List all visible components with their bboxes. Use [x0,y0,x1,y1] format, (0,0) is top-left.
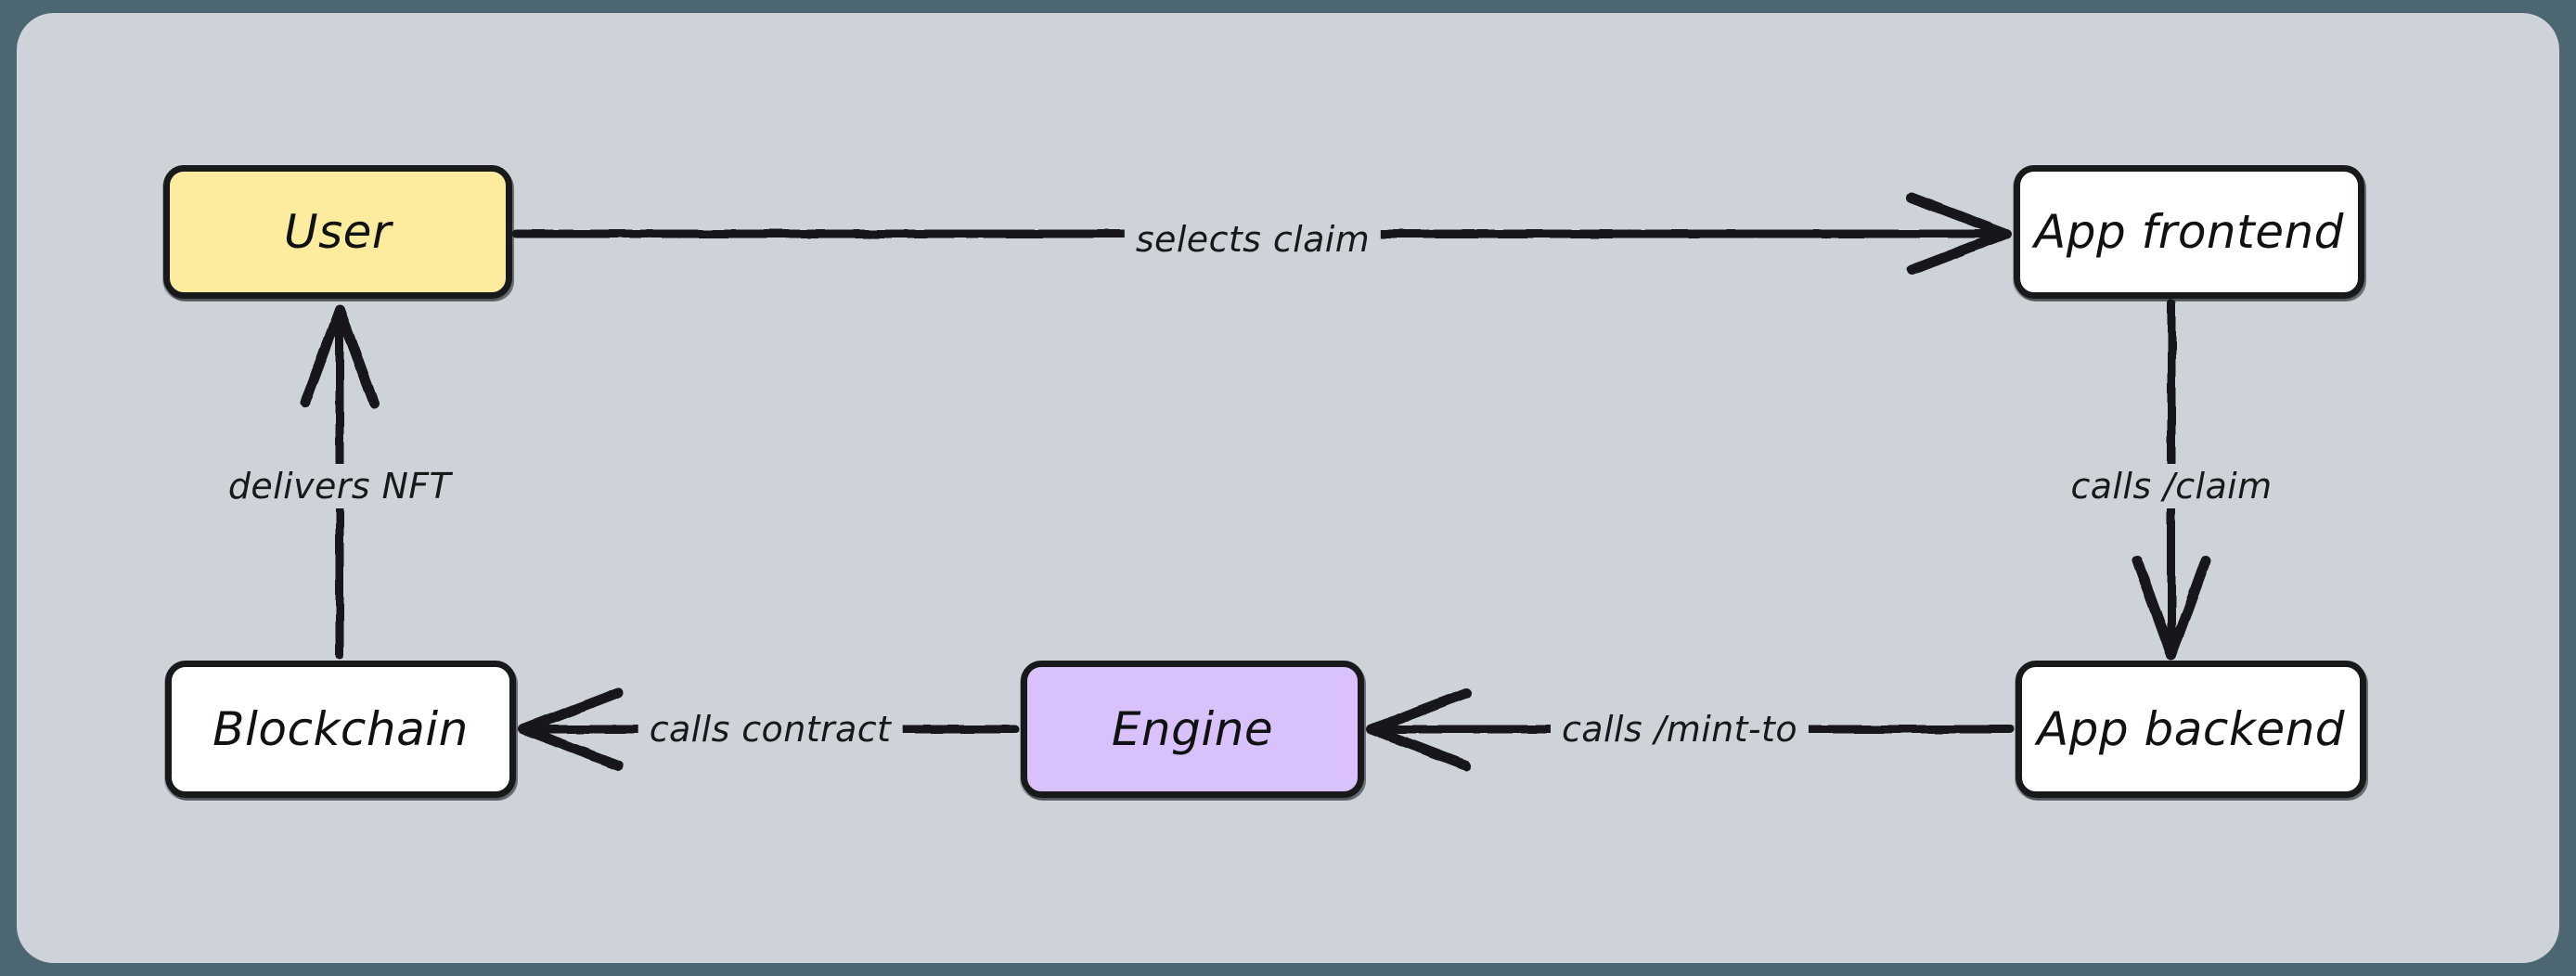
node-app-backend[interactable]: App backend [2016,661,2366,798]
edge-label-calls-contract: calls contract [638,707,903,751]
edge-label-selects-claim: selects claim [1124,217,1382,262]
node-app-backend-label: App backend [2036,702,2346,756]
edge-label-delivers-nft: delivers NFT [216,464,463,508]
node-app-frontend-label: App frontend [2034,205,2344,259]
node-blockchain-label: Blockchain [213,702,469,756]
node-engine-label: Engine [1111,702,1274,756]
node-app-frontend[interactable]: App frontend [2014,165,2364,299]
node-user[interactable]: User [163,165,512,299]
edge-label-calls-mint-to: calls /mint-to [1551,707,1809,751]
node-user-label: User [284,205,392,259]
node-blockchain[interactable]: Blockchain [165,661,516,798]
edge-label-calls-claim: calls /claim [2059,464,2284,508]
node-engine[interactable]: Engine [1021,661,1364,798]
